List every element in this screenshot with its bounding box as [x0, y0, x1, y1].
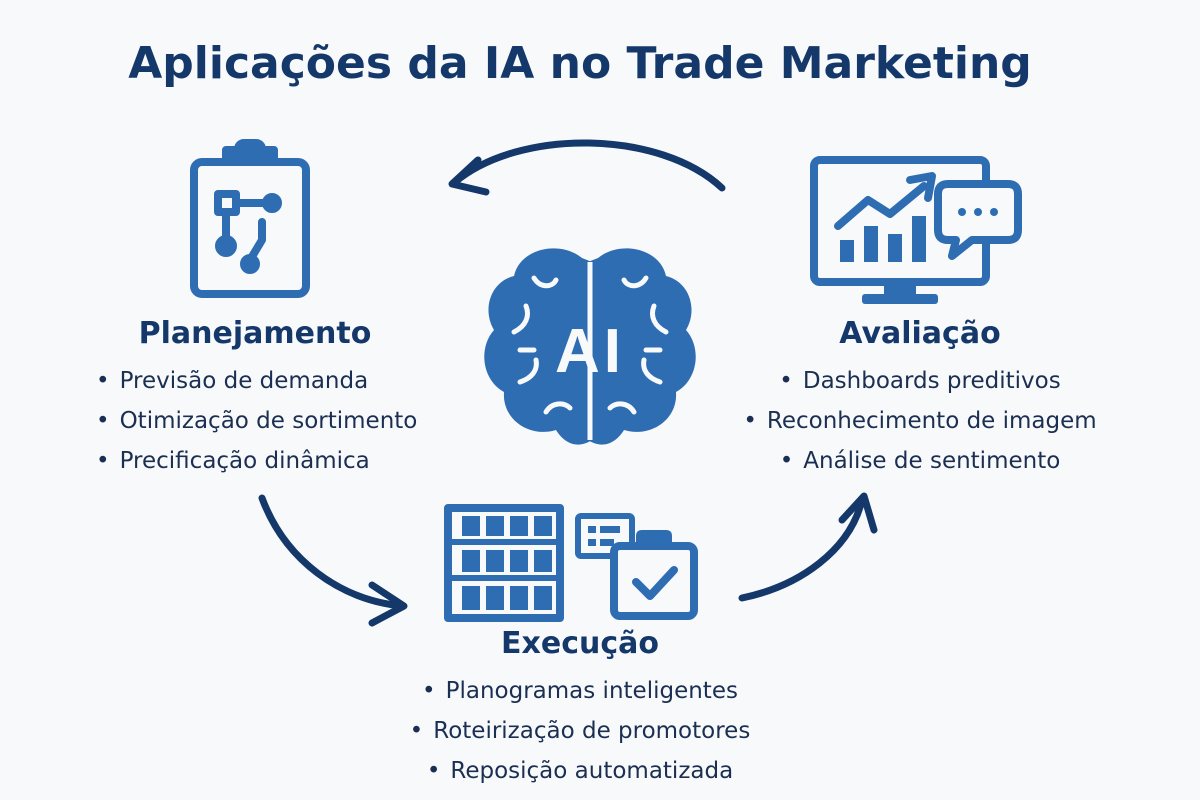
stage-avaliacao: Avaliação Dashboards preditivos Reconhec… — [720, 316, 1120, 481]
arrow-avaliacao-to-planejamento — [451, 139, 726, 192]
list-item: Dashboards preditivos — [720, 361, 1120, 401]
list-item: Análise de sentimento — [720, 441, 1120, 481]
stage-heading-avaliacao: Avaliação — [839, 316, 1001, 351]
brain-ai-icon: AI — [484, 248, 696, 445]
shelves-checklist-icon — [444, 504, 698, 622]
monitor-chart-chat-icon — [810, 156, 1022, 304]
stage-execucao: Execução Planogramas inteligentes Roteir… — [330, 626, 830, 791]
arrow-execucao-to-avaliacao — [738, 496, 866, 602]
stage-list-planejamento: Previsão de demanda Otimização de sortim… — [60, 361, 450, 481]
list-item: Roteirização de promotores — [330, 711, 830, 751]
stage-heading-planejamento: Planejamento — [138, 316, 372, 351]
stage-planejamento: Planejamento Previsão de demanda Otimiza… — [60, 316, 450, 481]
list-item: Reposição automatizada — [330, 751, 830, 791]
list-item: Reconhecimento de imagem — [720, 401, 1120, 441]
stage-list-execucao: Planogramas inteligentes Roteirização de… — [330, 671, 830, 791]
list-item: Otimização de sortimento — [96, 401, 450, 441]
stage-heading-execucao: Execução — [501, 626, 659, 661]
ai-label: AI — [555, 317, 625, 386]
list-item: Planogramas inteligentes — [330, 671, 830, 711]
page-title: Aplicações da IA no Trade Marketing — [128, 38, 1032, 89]
list-item: Precificação dinâmica — [96, 441, 450, 481]
list-item: Previsão de demanda — [96, 361, 450, 401]
arrow-planejamento-to-execucao — [258, 494, 406, 610]
stage-list-avaliacao: Dashboards preditivos Reconhecimento de … — [720, 361, 1120, 481]
clipboard-flowchart-icon — [190, 139, 310, 298]
